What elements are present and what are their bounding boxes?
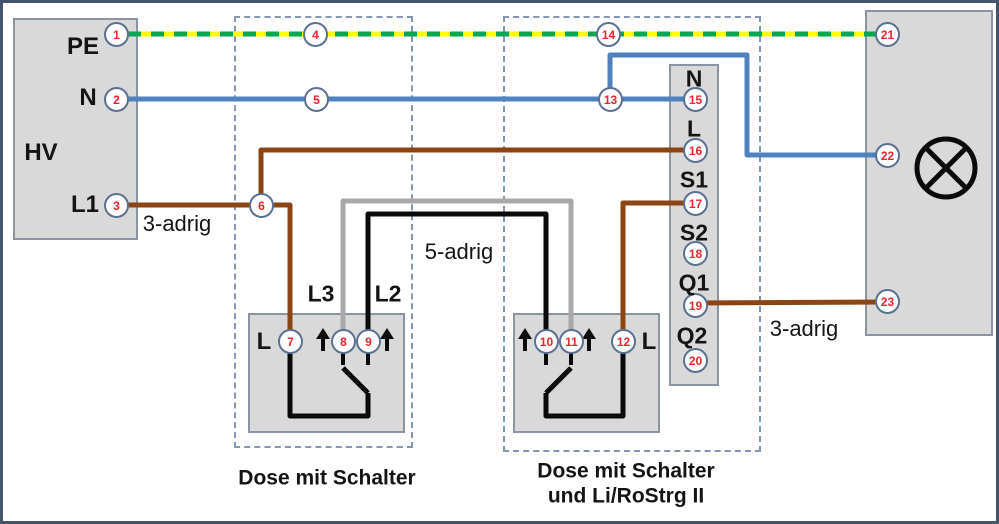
switch2-caption-line1: Dose mit Schalter bbox=[537, 459, 715, 483]
node-17: 17 bbox=[683, 191, 708, 216]
node-6: 6 bbox=[249, 193, 274, 218]
neutral-lamp-wire bbox=[607, 52, 887, 158]
node-12: 12 bbox=[611, 329, 636, 354]
switch1-common-l-label: L bbox=[256, 327, 272, 355]
terminal-label-s1: S1 bbox=[679, 166, 709, 193]
node-5: 5 bbox=[304, 87, 329, 112]
dose-1-outline bbox=[234, 16, 413, 448]
node-9: 9 bbox=[356, 329, 381, 354]
wire-label-l3: L3 bbox=[307, 280, 335, 307]
hv-distribution-box bbox=[13, 18, 138, 240]
switch1-blade bbox=[341, 366, 370, 395]
node-13: 13 bbox=[598, 87, 623, 112]
lamp-icon bbox=[914, 136, 978, 200]
terminal-label-q2: Q2 bbox=[676, 322, 708, 349]
node-2: 2 bbox=[104, 87, 129, 112]
wire-layer bbox=[128, 31, 978, 419]
node-1: 1 bbox=[104, 22, 129, 47]
node-8: 8 bbox=[331, 329, 356, 354]
switch2-common-path bbox=[543, 353, 626, 419]
node-3: 3 bbox=[104, 193, 129, 218]
phase-wire-hv-to-switch1 bbox=[128, 202, 293, 341]
dose-2-outline bbox=[503, 16, 761, 452]
node-18: 18 bbox=[683, 241, 708, 266]
node-7: 7 bbox=[278, 329, 303, 354]
cable-label-5adrig: 5-adrig bbox=[424, 238, 494, 264]
switch1-caption: Dose mit Schalter bbox=[238, 466, 416, 490]
arrow-up-icon bbox=[380, 328, 394, 351]
terminal-label-q1: Q1 bbox=[678, 269, 710, 296]
hv-terminal-l1-label: L1 bbox=[70, 190, 100, 218]
node-19: 19 bbox=[683, 293, 708, 318]
node-4: 4 bbox=[303, 22, 328, 47]
hv-terminal-pe-label: PE bbox=[66, 32, 100, 60]
node-21: 21 bbox=[875, 22, 900, 47]
switch2-caption-line2: und Li/RoStrg II bbox=[547, 484, 705, 508]
hv-panel-title: HV bbox=[24, 138, 58, 166]
node-11: 11 bbox=[559, 329, 584, 354]
switch-box-1 bbox=[248, 313, 405, 433]
node-14: 14 bbox=[596, 22, 621, 47]
node-20: 20 bbox=[683, 348, 708, 373]
terminal-label-n: N bbox=[685, 65, 703, 92]
switch1-common-path bbox=[287, 353, 371, 419]
switch2-blade bbox=[544, 366, 573, 395]
node-15: 15 bbox=[683, 87, 708, 112]
arrow-up-icon bbox=[316, 328, 330, 351]
terminal-label-l: L bbox=[686, 115, 702, 142]
node-16: 16 bbox=[683, 138, 708, 163]
s1-wire-to-switch2 bbox=[620, 200, 695, 341]
lamp-box bbox=[865, 10, 993, 336]
corresponding-wire-gray bbox=[340, 198, 574, 341]
terminal-label-s2: S2 bbox=[679, 219, 709, 246]
node-23: 23 bbox=[875, 289, 900, 314]
arrow-up-icon bbox=[582, 328, 596, 351]
node-10: 10 bbox=[534, 329, 559, 354]
switch2-common-l-label: L bbox=[641, 327, 657, 355]
hv-terminal-n-label: N bbox=[79, 83, 97, 111]
phase-wire-to-terminal-L bbox=[258, 147, 695, 205]
cable-label-3adrig-left: 3-adrig bbox=[142, 210, 212, 236]
corresponding-wire-black bbox=[365, 211, 549, 341]
q1-lamp-wire bbox=[694, 299, 888, 306]
node-22: 22 bbox=[875, 143, 900, 168]
cable-label-3adrig-right: 3-adrig bbox=[769, 315, 839, 341]
wire-label-l2: L2 bbox=[374, 280, 402, 307]
terminal-strip bbox=[669, 64, 719, 386]
arrow-up-icon bbox=[518, 328, 532, 351]
